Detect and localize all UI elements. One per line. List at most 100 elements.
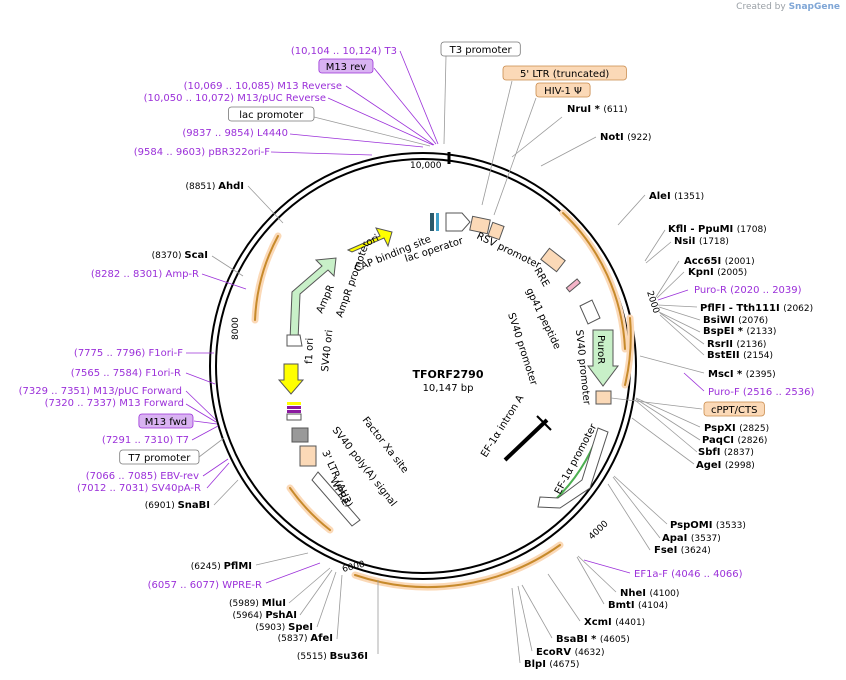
right-label-paqci-2826: PaqCI (2826) — [702, 435, 767, 446]
left-label-text: (10,050 .. 10,072) M13/pUC Reverse — [144, 93, 326, 104]
right-label-puro-f-2516-2536: Puro-F (2516 .. 2536) — [708, 387, 814, 398]
left-label-box — [227, 106, 315, 122]
right-label-text: PspXI (2825) — [704, 423, 769, 434]
right-label-5-ltr-truncated: 5' LTR (truncated) — [502, 65, 627, 81]
left-label-5515-bsu36i: (5515) Bsu36I — [297, 651, 368, 662]
left-label-7775-7796-f1ori-f: (7775 .. 7796) F1ori-F — [74, 348, 183, 359]
left-label-10-069-10-085-m13-reverse: (10,069 .. 10,085) M13 Reverse — [184, 81, 342, 92]
snapgene-credit: Created by SnapGene — [736, 2, 840, 12]
left-label-text: (7329 .. 7351) M13/pUC Forward — [19, 386, 182, 397]
left-label-7329-7351-m13-puc-forward: (7329 .. 7351) M13/pUC Forward — [19, 386, 182, 397]
right-label-text: AgeI (2998) — [696, 460, 755, 471]
left-label-text: (10,104 .. 10,124) T3 — [291, 46, 397, 57]
left-label-text: (8282 .. 8301) Amp-R — [91, 269, 199, 280]
right-label-text: ApaI (3537) — [662, 533, 721, 544]
right-label-text: NotI (922) — [600, 132, 651, 143]
right-label-noti-922: NotI (922) — [600, 132, 651, 143]
plasmid-length: 10,147 bp — [423, 383, 474, 394]
left-label-text: (10,069 .. 10,085) M13 Reverse — [184, 81, 342, 92]
left-label-box — [318, 58, 374, 74]
right-label-text: PaqCI (2826) — [702, 435, 767, 446]
leaders-left — [185, 50, 439, 654]
left-label-7066-7085-ebv-rev: (7066 .. 7085) EBV-rev — [86, 471, 199, 482]
right-label-text: PspOMI (3533) — [670, 520, 746, 531]
right-label-text: 5' LTR (truncated) — [520, 69, 609, 80]
feature-label-puror: PuroR — [595, 335, 606, 364]
left-label-7320-7337-m13-forward: (7320 .. 7337) M13 Forward — [45, 398, 184, 409]
feature-label-gp41-peptide: gp41 peptide — [523, 286, 562, 351]
right-label-text: RsrII (2136) — [707, 339, 766, 350]
left-label-8851-ahdi: (8851) AhdI — [185, 181, 244, 192]
feature-label-ef-1-intron-a: EF-1α intron A — [479, 393, 526, 459]
left-label-6901-snabi: (6901) SnaBI — [145, 500, 210, 511]
inner-features — [277, 212, 619, 527]
credit-prefix: Created by — [736, 2, 786, 12]
left-label-text: (6057 .. 6077) WPRE-R — [148, 580, 262, 591]
backbone-outer — [209, 152, 637, 580]
left-label-text: (8851) AhdI — [185, 181, 244, 192]
right-label-apai-3537: ApaI (3537) — [662, 533, 721, 544]
right-label-text: cPPT/CTS — [711, 405, 757, 416]
right-label-pflfi-tth111i-2062: PflFI - Tth111I (2062) — [700, 303, 813, 314]
left-label-text: (7565 .. 7584) F1ori-R — [71, 368, 181, 379]
right-label-hiv-1: HIV-1 Ψ — [535, 82, 591, 98]
right-label-acc65i-2001: Acc65I (2001) — [684, 256, 755, 267]
right-label-text: BmtI (4104) — [608, 600, 668, 611]
right-label-text: FseI (3624) — [654, 545, 711, 556]
right-label-text: SbfI (2837) — [698, 447, 754, 458]
tick-label-4000: 4000 — [587, 519, 611, 542]
right-label-box — [535, 82, 591, 98]
right-label-bsabi-4605: BsaBI * (4605) — [556, 634, 630, 645]
right-label-text: BsiWI (2076) — [703, 315, 768, 326]
orf-arcs — [251, 209, 635, 591]
left-label-5964-pshai: (5964) PshAI — [233, 610, 297, 621]
right-label-text: Acc65I (2001) — [684, 256, 755, 267]
right-label-text: EF1a-F (4046 .. 4066) — [634, 569, 743, 580]
left-label-7291-7310-t7: (7291 .. 7310) T7 — [102, 435, 189, 446]
left-label-text: (5989) MluI — [229, 598, 286, 609]
left-label-text: T7 promoter — [127, 453, 191, 464]
left-label-8282-8301-amp-r: (8282 .. 8301) Amp-R — [91, 269, 199, 280]
right-label-box — [440, 41, 521, 57]
left-label-text: (6901) SnaBI — [145, 500, 210, 511]
left-label-text: (7320 .. 7337) M13 Forward — [45, 398, 184, 409]
tick-label-8000: 8000 — [231, 317, 241, 340]
right-label-text: BspEI * (2133) — [703, 326, 776, 337]
right-label-text: T3 promoter — [449, 45, 513, 56]
feature-label-sv40-promoter: SV40 promoter — [505, 312, 539, 388]
left-label-9584-9603-pbr322ori-f: (9584 .. 9603) pBR322ori-F — [134, 147, 270, 158]
right-label-text: BsaBI * (4605) — [556, 634, 630, 645]
left-label-7565-7584-f1ori-r: (7565 .. 7584) F1ori-R — [71, 368, 181, 379]
right-label-ecorv-4632: EcoRV (4632) — [536, 647, 605, 658]
left-label-text: (7775 .. 7796) F1ori-F — [74, 348, 183, 359]
left-label-5903-spei: (5903) SpeI — [255, 622, 313, 633]
left-label-text: (7066 .. 7085) EBV-rev — [86, 471, 199, 482]
left-label-6245-pflmi: (6245) PflMI — [191, 561, 252, 572]
left-label-lac-promoter: lac promoter — [227, 106, 315, 122]
right-label-agei-2998: AgeI (2998) — [696, 460, 755, 471]
right-label-text: NsiI (1718) — [674, 236, 729, 247]
right-label-text: BlpI (4675) — [524, 659, 579, 670]
right-label-text: KflI - PpuMI (1708) — [668, 224, 767, 235]
left-label-t7-promoter: T7 promoter — [119, 449, 200, 465]
feature-label-ampr: AmpR — [315, 283, 337, 315]
left-label-text: (5837) AfeI — [278, 633, 333, 644]
right-label-text: NheI (4100) — [620, 588, 679, 599]
left-label-text: (9584 .. 9603) pBR322ori-F — [134, 147, 270, 158]
right-label-t3-promoter: T3 promoter — [440, 41, 521, 57]
left-label-5837-afei: (5837) AfeI — [278, 633, 333, 644]
left-label-text: (5903) SpeI — [255, 622, 313, 633]
right-label-text: MscI * (2395) — [708, 369, 776, 380]
left-label-text: lac promoter — [239, 110, 304, 121]
left-label-text: (9837 .. 9854) L4440 — [182, 128, 288, 139]
right-label-nhei-4100: NheI (4100) — [620, 588, 679, 599]
feature-label-rsv-promoter: RSV promoter — [475, 231, 543, 272]
feature-label-f1-ori: f1 ori — [304, 338, 316, 364]
right-label-box — [703, 401, 765, 417]
right-label-fsei-3624: FseI (3624) — [654, 545, 711, 556]
right-label-puro-r-2020-2039: Puro-R (2020 .. 2039) — [694, 285, 802, 296]
right-label-alei-1351: AleI (1351) — [649, 191, 704, 202]
tick-label-10-000: 10,000 — [410, 161, 442, 171]
